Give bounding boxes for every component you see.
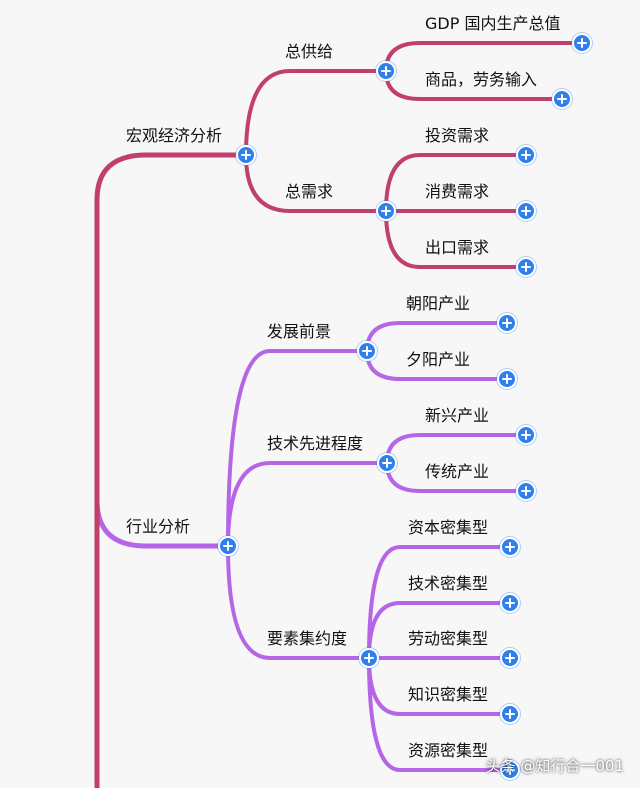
plus-circle-icon[interactable] [500,704,520,724]
plus-circle-icon[interactable] [218,536,238,556]
node-traditional-industry[interactable]: 传统产业 [425,462,490,481]
connector-industry-development [226,349,367,547]
watermark-text: 头条 @知行合一001 [485,757,624,775]
plus-circle-icon[interactable] [500,648,520,668]
connector-factor-resource [367,657,510,772]
node-sunrise-industry[interactable]: 朝阳产业 [406,294,471,313]
node-labor-intensive[interactable]: 劳动密集型 [408,629,489,648]
node-investment-demand[interactable]: 投资需求 [425,126,490,145]
node-knowledge-intensive[interactable]: 知识密集型 [408,685,489,704]
node-export-demand[interactable]: 出口需求 [425,238,490,257]
plus-circle-icon[interactable] [359,648,379,668]
connector-demand-export [384,210,526,269]
connector-technology-emerging [385,433,526,464]
root-trunk-connector [94,152,249,788]
node-sunset-industry[interactable]: 夕阳产业 [406,350,471,369]
node-technology-intensive[interactable]: 技术密集型 [408,574,489,593]
plus-circle-icon[interactable] [500,537,520,557]
connector-industry-factor [226,545,369,660]
plus-circle-icon[interactable] [500,593,520,613]
node-goods-labor-input[interactable]: 商品，劳务输入 [425,70,538,89]
plus-circle-icon[interactable] [500,760,520,780]
node-industry-analysis[interactable]: 行业分析 [126,517,191,536]
plus-circle-icon[interactable] [516,145,536,165]
node-technology-level[interactable]: 技术先进程度 [267,434,364,453]
plus-circle-icon[interactable] [516,257,536,277]
connector-development-sunrise [365,321,507,352]
plus-circle-icon[interactable] [376,61,396,81]
node-gdp[interactable]: GDP 国内生产总值 [425,14,561,33]
node-capital-intensive[interactable]: 资本密集型 [408,518,489,537]
connector-demand-invest [384,153,526,212]
connector-macro-demand [244,154,386,213]
plus-circle-icon[interactable] [497,313,517,333]
connector-factor-technology [367,601,510,659]
node-macro-economic-analysis[interactable]: 宏观经济分析 [126,126,223,145]
node-aggregate-supply[interactable]: 总供给 [285,42,334,61]
plus-circle-icon[interactable] [497,369,517,389]
plus-circle-icon[interactable] [516,201,536,221]
node-emerging-industry[interactable]: 新兴产业 [425,406,490,425]
connector-industry-technology [226,461,387,547]
plus-circle-icon[interactable] [376,201,396,221]
plus-circle-icon[interactable] [516,425,536,445]
node-development-prospect[interactable]: 发展前景 [267,322,332,341]
plus-circle-icon[interactable] [516,481,536,501]
node-factor-intensity[interactable]: 要素集约度 [267,629,348,648]
connector-macro-supply [244,69,386,156]
plus-circle-icon[interactable] [236,145,256,165]
plus-circle-icon[interactable] [377,453,397,473]
node-resource-intensive[interactable]: 资源密集型 [408,741,489,760]
plus-circle-icon[interactable] [357,341,377,361]
node-aggregate-demand[interactable]: 总需求 [285,182,334,201]
plus-circle-icon[interactable] [572,33,592,53]
node-consumption-demand[interactable]: 消费需求 [425,182,490,201]
connector-supply-gdp [384,41,582,72]
plus-circle-icon[interactable] [552,89,572,109]
